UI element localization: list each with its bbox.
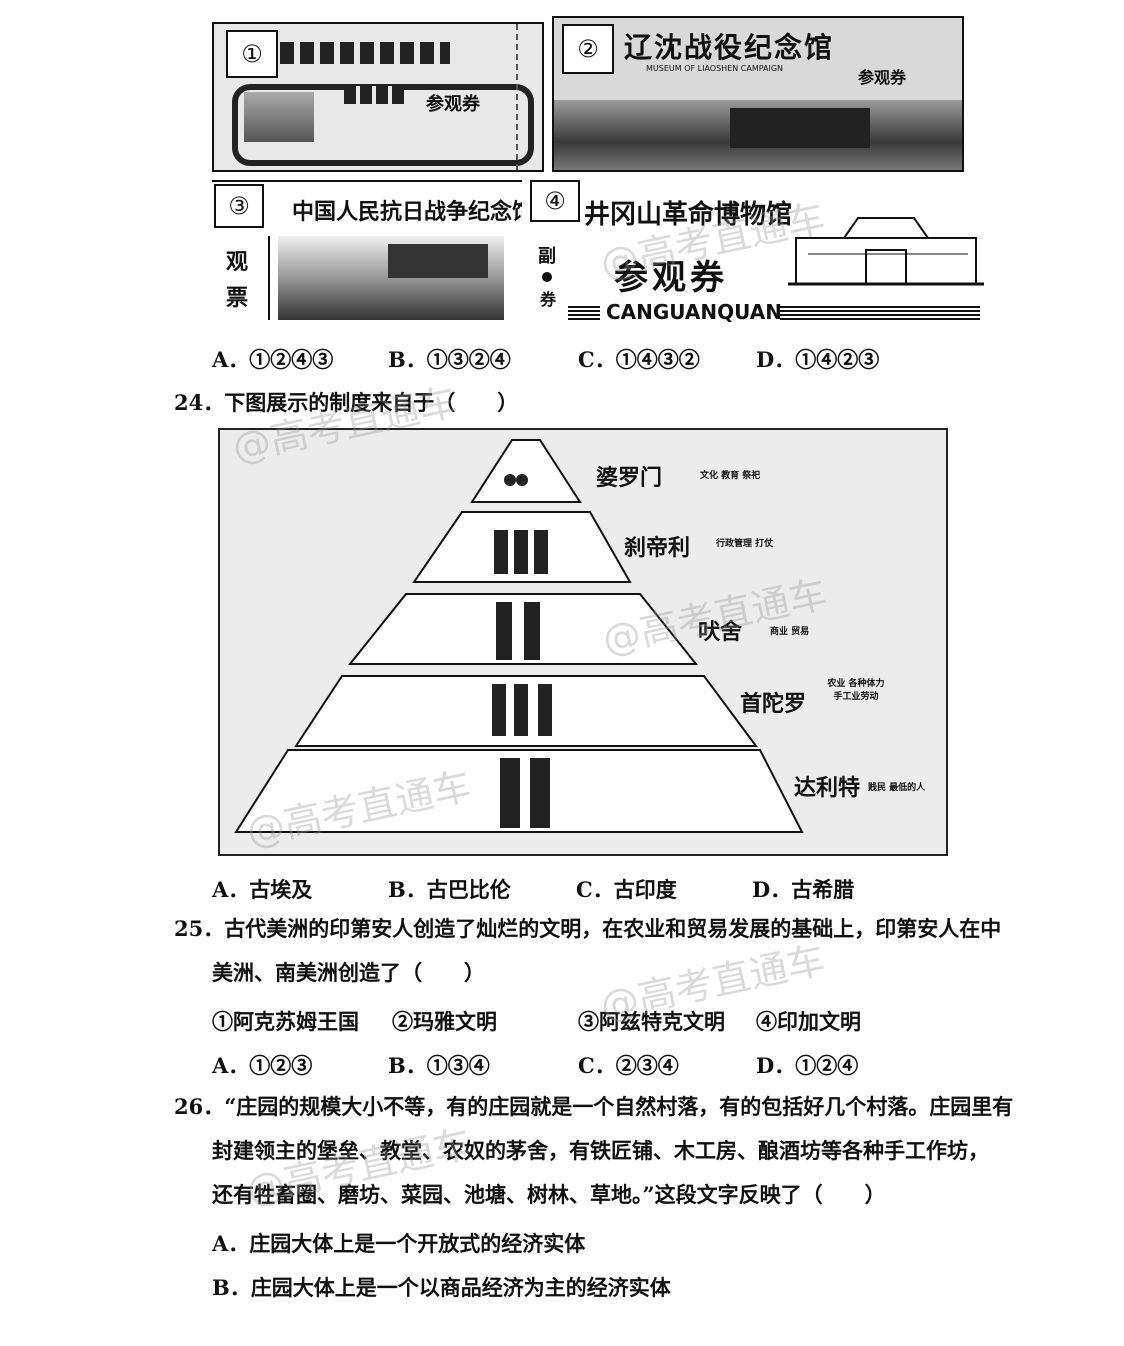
caste-role-kshatriya: 行政管理 打仗	[716, 539, 774, 549]
q24-stem: 24．下图展示的制度来自于（ ）	[174, 390, 519, 415]
q23-option-d[interactable]: D．①④②③	[756, 347, 880, 372]
q23-option-a[interactable]: A．①②④③	[212, 347, 334, 372]
q25-option-c[interactable]: C．②③④	[578, 1053, 679, 1078]
ticket-number-4: ④	[530, 180, 580, 222]
caste-name-shudra: 首陀罗	[740, 692, 807, 717]
caste-pyramid	[234, 439, 804, 833]
q25-stem-line1: 25．古代美洲的印第安人创造了灿烂的文明，在农业和贸易发展的基础上，印第安人在中	[174, 916, 1002, 941]
ticket-4: 副 券 井冈山革命博物馆 参观券 CANGUANQUAN	[524, 180, 984, 328]
ticket-stripes-right	[780, 306, 980, 320]
q24-option-a[interactable]: A．古埃及	[212, 877, 313, 902]
q23-option-b[interactable]: B．①③②④	[388, 347, 511, 372]
ticket-sub: 参观券	[858, 68, 907, 87]
caste-pyramid-figure: 婆罗门 文化 教育 祭祀 刹帝利 行政管理 打仗 吠舍 商业 贸易 首陀罗 农业…	[218, 428, 948, 856]
ticket-number-1: ①	[226, 30, 278, 78]
q25-option-d[interactable]: D．①②④	[756, 1053, 859, 1078]
ticket-title: 中国人民抗日战争纪念馆	[292, 199, 522, 225]
ticket-1: 参观券	[212, 22, 544, 172]
q24-option-c[interactable]: C．古印度	[576, 877, 677, 902]
caste-role-shudra: 农业 各种体力 手工业劳动	[827, 679, 885, 702]
q26-option-a[interactable]: A．庄园大体上是一个开放式的经济实体	[212, 1231, 586, 1256]
ticket-en: CANGUANQUAN	[606, 300, 782, 324]
ticket-sub: 参观券	[426, 94, 480, 115]
ticket-stripes-left	[568, 306, 600, 320]
q26-stem-line2: 封建领主的堡垒、教堂、农奴的茅舍，有铁匠铺、木工房、酿酒坊等各种手工作坊，	[212, 1138, 989, 1163]
q26-stem-line3: 还有牲畜圈、磨坊、菜园、池塘、树林、草地。”这段文字反映了（ ）	[212, 1182, 886, 1207]
q25-option-b[interactable]: B．①③④	[388, 1053, 490, 1078]
q26-option-b[interactable]: B．庄园大体上是一个以商品经济为主的经济实体	[212, 1275, 671, 1300]
q25-item-3: ③阿兹特克文明	[578, 1009, 725, 1034]
ticket-dot	[542, 272, 552, 282]
ticket-side-text-1: 副	[538, 246, 556, 267]
ticket-number-3: ③	[214, 184, 264, 228]
q25-item-2: ②玛雅文明	[392, 1009, 497, 1034]
ticket-museum-drawing	[788, 217, 984, 286]
caste-role-vaishya: 商业 贸易	[770, 627, 810, 637]
caste-name-brahmin: 婆罗门	[596, 466, 663, 491]
q24-option-b[interactable]: B．古巴比伦	[388, 877, 511, 902]
caste-role-dalit: 贱民 最低的人	[868, 783, 926, 793]
q25-item-1: ①阿克苏姆王国	[212, 1009, 359, 1034]
ticket-stub	[212, 236, 270, 320]
q26-stem-line1: 26．“庄园的规模大小不等，有的庄园就是一个自然村落，有的包括好几个村落。庄园里…	[174, 1094, 1014, 1119]
ticket-title: 井冈山革命博物馆	[584, 200, 793, 230]
ticket-title-glyphs	[280, 42, 450, 64]
ticket-title: 辽沈战役纪念馆	[624, 31, 835, 64]
q25-option-a[interactable]: A．①②③	[212, 1053, 313, 1078]
ticket-number-2: ②	[562, 24, 614, 74]
ticket-side-text-2: 券	[540, 290, 557, 309]
q25-stem-line2: 美洲、南美洲创造了（ ）	[212, 960, 485, 985]
ticket-en: MUSEUM OF LIAOSHEN CAMPAIGN	[646, 64, 784, 73]
q24-option-d[interactable]: D．古希腊	[752, 877, 855, 902]
ticket-building-image	[388, 244, 488, 278]
ticket-stub-text-2: 票	[226, 285, 249, 311]
caste-name-dalit: 达利特	[794, 776, 861, 801]
q23-option-c[interactable]: C．①④③②	[578, 347, 700, 372]
ticket-name-glyphs	[344, 86, 404, 104]
caste-name-vaishya: 吠舍	[698, 620, 743, 645]
caste-name-kshatriya: 刹帝利	[624, 536, 691, 561]
caste-role-brahmin: 文化 教育 祭祀	[700, 471, 761, 481]
ticket-building-image	[244, 92, 314, 142]
q25-item-4: ④印加文明	[756, 1009, 861, 1034]
ticket-building-image	[730, 108, 870, 148]
ticket-border	[212, 180, 522, 328]
ticket-stub-text-1: 观	[226, 249, 249, 275]
ticket-perforation	[516, 24, 519, 170]
ticket-sub: 参观券	[614, 258, 728, 298]
ticket-2: 辽沈战役纪念馆 MUSEUM OF LIAOSHEN CAMPAIGN 参观券	[552, 16, 964, 172]
